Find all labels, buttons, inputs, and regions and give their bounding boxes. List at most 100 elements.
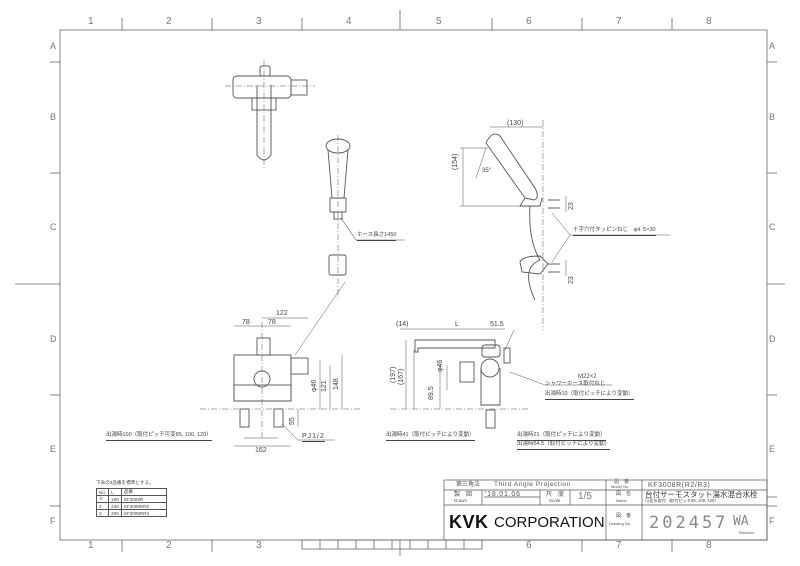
drawing-number: 202457 — [649, 513, 729, 533]
grid-row-d-left: D — [50, 334, 57, 344]
drawing-frame — [59, 29, 768, 541]
dim-14: (14) — [396, 321, 409, 328]
dim-148: 148 — [333, 378, 340, 390]
dim-167: (167) — [398, 368, 405, 385]
grid-row-e-left: E — [50, 444, 57, 454]
col-header-no: No. — [95, 488, 110, 496]
grid-col-4-top: 4 — [346, 16, 352, 27]
cell-l: 300 — [108, 509, 122, 517]
grid-row-a-left: A — [50, 41, 57, 51]
grid-col-7-bottom: 7 — [616, 540, 622, 551]
dim-side-phi46: φ46 — [437, 359, 444, 372]
dim-upper-bracket: 23 — [568, 202, 575, 210]
hose-thread-note: シャワーホース取付ねじ — [545, 381, 606, 387]
revision-code: WA — [733, 514, 749, 529]
cell-no: ① — [95, 495, 110, 503]
grid-col-1-top: 1 — [88, 16, 94, 27]
top-view-faucet — [225, 60, 315, 168]
dim-spray-angle: 35° — [482, 168, 492, 174]
grid-row-a-right: A — [769, 41, 776, 51]
name-jp: 図 名 — [616, 491, 632, 497]
grid-col-3-bottom: 3 — [256, 540, 262, 551]
drawn-jp: 製 図 — [454, 492, 473, 498]
col-header-l: L — [108, 488, 122, 496]
cell-part-number: KF3008RR2 — [120, 502, 167, 510]
model-jp: 品 番 — [614, 479, 630, 485]
grid-row-b-right: B — [769, 112, 776, 122]
dim-front-phi46: φ46 — [311, 379, 318, 392]
shower-front-view — [325, 135, 405, 300]
table-row: 2 240 KF3008RR2 — [95, 502, 167, 510]
drawn-en: Drawn — [454, 498, 468, 503]
cell-l: 240 — [108, 502, 122, 510]
outlet-21-note: 出湯時21（取付ピッチにより変動） — [517, 432, 606, 441]
grid-col-8-top: 8 — [706, 16, 712, 27]
grid-row-f-right: F — [769, 516, 775, 526]
grid-row-b-left: B — [50, 112, 57, 122]
dim-162: 162 — [255, 447, 267, 454]
table-row: 3 300 KF3008RR3 — [95, 509, 167, 517]
grid-row-f-left: F — [50, 516, 56, 526]
cell-no: 2 — [95, 502, 110, 510]
screw-note: 十字穴付タッピンねじ φ4. 5×30 — [573, 227, 656, 236]
col-header-part-number: 品番 — [120, 488, 167, 496]
name-value: 台付サーモスタット湯水混合水栓 — [645, 490, 758, 499]
table-row: ① 180 KF3008R — [95, 495, 167, 503]
grid-row-e-right: E — [769, 444, 776, 454]
side-view-body — [390, 328, 612, 429]
dim-51-5: 51.5 — [490, 321, 504, 328]
parts-table: No. L 品番 ① 180 KF3008R 2 240 KF3008RR2 3… — [95, 488, 167, 517]
shower-side-view — [460, 120, 670, 330]
drawing-no-jp: 図 番 — [616, 513, 632, 519]
company-name: CORPORATION — [494, 514, 605, 531]
dim-shower-width: (130) — [507, 120, 524, 127]
model-value: KF3008R(R2/R3) — [648, 482, 711, 489]
dim-L: L — [455, 321, 459, 328]
dim-197: (197) — [390, 366, 397, 383]
grid-col-1-bottom: 1 — [88, 540, 94, 551]
grid-col-5-top: 5 — [436, 16, 442, 27]
name-en: Name — [616, 498, 627, 503]
dim-lower-bracket: 23 — [568, 276, 575, 284]
outlet-54-5-note: 出湯時54.5（取付ピッチにより変動） — [517, 441, 611, 450]
dim-78-right: 78 — [268, 319, 276, 326]
outlet-pitch-note: 出湯時100（取付ピッチ可変85, 100, 120） — [106, 432, 212, 441]
model-en: Model No. — [611, 484, 630, 489]
drawing-no-en: Drawing No. — [609, 521, 632, 526]
dim-55: 55 — [289, 417, 296, 425]
scale-en: Scale — [549, 498, 561, 503]
grid-col-7-top: 7 — [616, 16, 622, 27]
dim-122: 122 — [276, 310, 288, 317]
name-sub: 可変形取付（取付ピッチ85, 100, 120） — [645, 498, 719, 503]
grid-col-8-bottom: 8 — [706, 540, 712, 551]
parts-table-caption: 下表の3品番を標準とする。 — [96, 480, 154, 485]
scale-jp: 尺 度 — [546, 492, 565, 498]
cell-l: 180 — [108, 495, 122, 503]
pipe-thread-note: PJ1/2 — [302, 433, 325, 442]
company-logo-kvk: KVK — [449, 512, 489, 532]
title-block-lines — [443, 479, 777, 541]
parts-table-header: No. L 品番 — [95, 488, 167, 496]
dim-shower-height: (154) — [452, 153, 459, 170]
grid-row-c-left: C — [50, 222, 57, 232]
grid-col-6-bottom: 6 — [526, 540, 532, 551]
grid-row-c-right: C — [769, 222, 776, 232]
projection-en: Third Angle Projection — [494, 481, 571, 488]
grid-col-3-top: 3 — [256, 16, 262, 27]
dim-89-5: 89.5 — [428, 386, 435, 400]
cell-part-number: KF3008R — [120, 495, 167, 503]
grid-row-d-right: D — [769, 334, 776, 344]
thread-size-note: M22×2 — [578, 374, 597, 380]
hose-length-note: ホース長さ1450 — [357, 232, 397, 241]
grid-col-2-bottom: 2 — [166, 540, 172, 551]
grid-col-2-top: 2 — [166, 16, 172, 27]
grid-col-6-top: 6 — [526, 16, 532, 27]
outlet-41-note: 出湯時41（取付ピッチにより変動） — [386, 432, 475, 441]
projection-jp: 第三角法 — [456, 482, 481, 488]
front-view-body — [200, 281, 360, 447]
drawn-date: '18.01.06 — [485, 491, 521, 498]
cell-no: 3 — [95, 509, 110, 517]
dim-121: 121 — [321, 380, 328, 392]
outlet-10-note: 出湯時10（取付ピッチにより変動） — [545, 391, 634, 400]
